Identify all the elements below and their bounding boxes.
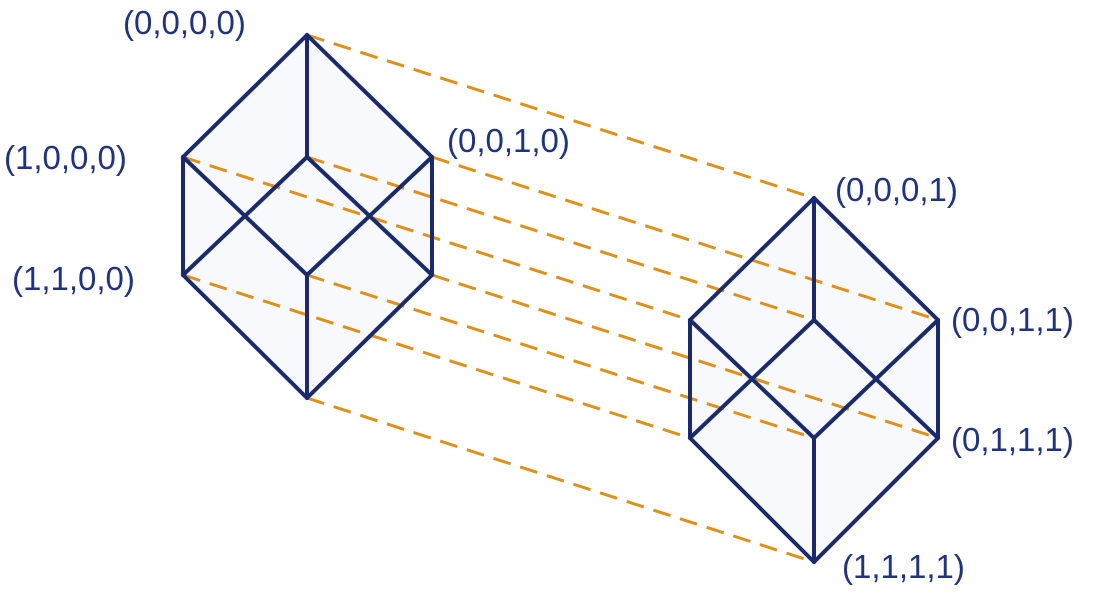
connector-lines [182,33,939,564]
cube-edge [305,273,434,400]
left-cube [181,33,434,400]
right-cube [688,196,940,564]
vertex-label-1100: (1,1,0,0) [12,260,135,297]
connector-line [306,396,815,564]
vertex-label-0001: (0,0,0,1) [835,171,958,208]
connector-line [182,273,691,440]
vertex-label-1000: (1,0,0,0) [4,139,127,176]
cube-edge [181,155,309,277]
cube-edge [181,273,309,400]
cube-edge [812,318,940,440]
connector-line [182,155,691,322]
left-cube-fill [183,35,432,398]
cube-edge [305,33,434,159]
vertex-label-0011: (0,0,1,1) [951,301,1074,338]
vertex-label-1111: (1,1,1,1) [842,548,965,585]
cube-edge [305,155,434,277]
vertex-label-0000: (0,0,0,0) [123,4,246,41]
cube-edge [688,196,816,322]
cube-edge [812,196,940,322]
cube-edge [181,33,309,159]
cube-edge [688,318,816,440]
vertex-label-0111: (0,1,1,1) [951,421,1074,458]
right-cube-fill [690,198,938,562]
connector-line [306,33,815,200]
connector-line [306,155,815,322]
connector-line [431,155,939,322]
vertex-label-0010: (0,0,1,0) [447,122,570,159]
connector-line [431,273,939,440]
cube-edge [812,436,940,564]
connector-line [306,273,815,440]
cube-edge [688,436,816,564]
